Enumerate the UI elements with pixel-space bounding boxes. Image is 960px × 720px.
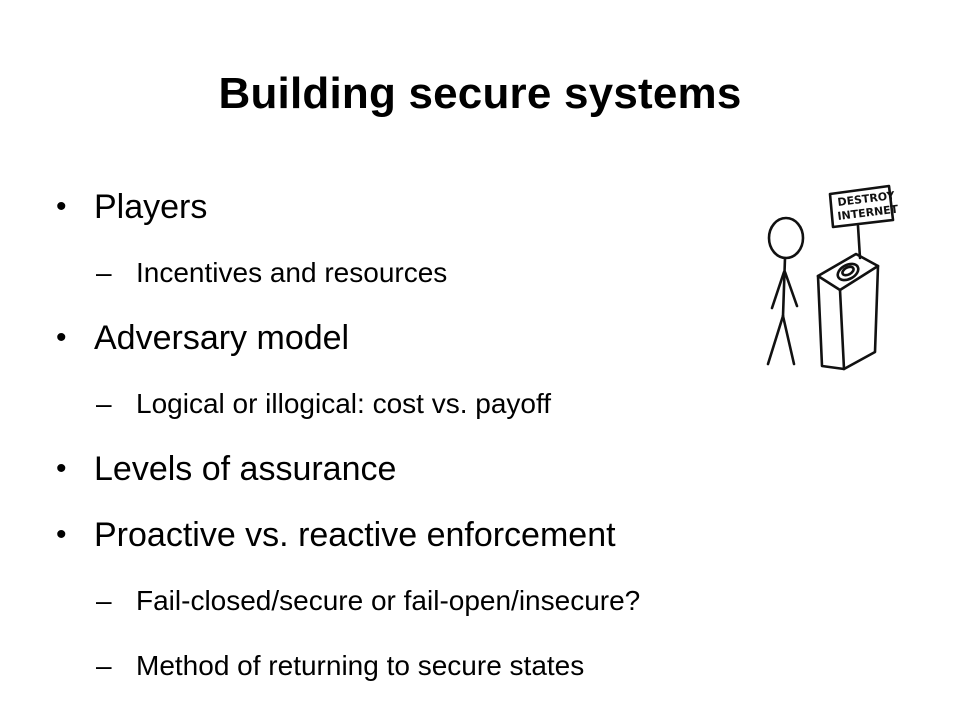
sub-bullet-text: Fail-closed/secure or fail-open/insecure… bbox=[136, 585, 641, 616]
figure-body bbox=[781, 256, 787, 318]
bullet-item: • Adversary model bbox=[56, 309, 916, 375]
sub-bullet-marker: – bbox=[96, 388, 112, 419]
stick-figure-icon: DESTROY INTERNET bbox=[766, 184, 899, 371]
button-highlight bbox=[841, 265, 855, 277]
bullet-text: Players bbox=[94, 188, 208, 226]
sign-board bbox=[828, 184, 895, 229]
sub-bullet-text: Incentives and resources bbox=[136, 257, 448, 288]
bullet-item: • Proactive vs. reactive enforcement bbox=[56, 506, 916, 572]
sub-bullet-item: – Logical or illogical: cost vs. payoff bbox=[56, 375, 916, 440]
sub-bullet-text: Logical or illogical: cost vs. payoff bbox=[136, 388, 552, 419]
bullet-text: Adversary model bbox=[94, 319, 350, 357]
figure-head bbox=[767, 216, 805, 260]
figure-arm-left bbox=[770, 270, 786, 310]
sign-pole bbox=[856, 224, 862, 260]
button-icon bbox=[836, 262, 860, 282]
slide-title: Building secure systems bbox=[218, 69, 742, 118]
bullet-text: Proactive vs. reactive enforcement bbox=[94, 516, 616, 554]
figure-arm-right bbox=[783, 270, 799, 308]
bullet-item: • Levels of assurance bbox=[56, 440, 916, 506]
figure-leg-left bbox=[766, 314, 785, 366]
sub-bullet-marker: – bbox=[96, 585, 112, 616]
bullet-text: Levels of assurance bbox=[94, 450, 397, 488]
podium-front bbox=[816, 274, 846, 371]
podium-side bbox=[842, 264, 880, 371]
bullet-marker: • bbox=[56, 452, 67, 485]
sub-bullet-text: Method of returning to secure states bbox=[136, 650, 585, 681]
bullet-item: • Players bbox=[56, 178, 916, 244]
podium-top bbox=[816, 252, 880, 292]
sub-bullet-item: – Incentives and resources bbox=[56, 244, 916, 309]
bullet-marker: • bbox=[56, 321, 67, 354]
bullet-marker: • bbox=[56, 518, 67, 551]
sub-bullet-item: – Fail-closed/secure or fail-open/insecu… bbox=[56, 572, 916, 637]
sub-bullet-marker: – bbox=[96, 257, 112, 288]
bullet-marker: • bbox=[56, 190, 67, 223]
sub-bullet-item: – Method of returning to secure states bbox=[56, 637, 916, 702]
figure-leg-right bbox=[781, 314, 796, 366]
bullet-list: • Players – Incentives and resources • A… bbox=[56, 178, 916, 702]
sub-bullet-marker: – bbox=[96, 650, 112, 681]
